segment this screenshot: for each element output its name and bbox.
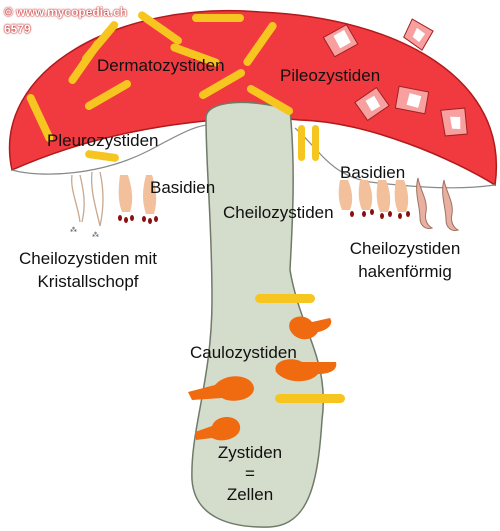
spore: [148, 218, 152, 224]
dermatocystidium: [170, 43, 220, 67]
dermatocystidium: [243, 21, 277, 67]
caulocystidium: [289, 316, 332, 340]
basidium: [358, 180, 373, 210]
watermark-site: © www.mycopedia.ch: [4, 5, 128, 19]
basidium: [143, 175, 157, 214]
basidia-left-group: [118, 175, 158, 224]
basidium: [394, 180, 409, 212]
label-zellen: Zellen: [226, 485, 274, 504]
crystal-cheilocystidium: [79, 174, 85, 223]
dermatocystidium: [246, 85, 294, 115]
label-dermatozystiden: Dermatozystiden: [97, 56, 225, 75]
hooked-cheilocystidium: [442, 179, 460, 231]
dermatocystidium: [137, 11, 183, 45]
pleurocystidia-group: [85, 125, 319, 162]
crystal-tuft: ⁂: [92, 231, 99, 239]
caulocystidia-group: [188, 294, 345, 441]
hooked-cheilocystidium: [416, 177, 434, 229]
watermark-number: 6579: [4, 22, 31, 36]
caulocystidium: [188, 376, 254, 401]
crystal-cheilocystidia-group: [71, 171, 104, 227]
label-cheilo-haken: Cheilozystiden hakenförmig: [340, 239, 470, 282]
caulocystidium: [275, 359, 337, 382]
crystal-tuft: ⁂: [70, 226, 77, 234]
label-caulozystiden: Caulozystiden: [190, 343, 297, 362]
basidia-right-group: [338, 180, 410, 219]
pileocystidium: [354, 86, 390, 122]
spore: [130, 215, 134, 221]
label-equals: =: [245, 464, 255, 483]
pileocystidium: [322, 24, 359, 58]
caulocystidium: [255, 294, 315, 303]
basidium: [118, 175, 133, 212]
spore: [362, 211, 366, 217]
label-cheilo-kristall: Cheilozystiden mit Kristallschopf: [0, 249, 176, 292]
dermatocystidia-group: [26, 11, 294, 142]
caulocystidium: [275, 394, 345, 403]
spore: [398, 213, 402, 219]
spore: [380, 213, 384, 219]
basidium: [376, 180, 391, 212]
crystal-cheilocystidium: [90, 171, 101, 227]
dermatocystidium: [192, 14, 244, 22]
pleurocystidium: [312, 125, 319, 161]
spore: [154, 216, 158, 222]
pleurocystidium: [298, 125, 305, 161]
spore: [142, 216, 146, 222]
pleurocystidium: [85, 150, 119, 162]
label-basidien-right: Basidien: [340, 163, 406, 182]
crystal-tufts: ⁂ ⁂: [70, 226, 99, 239]
caulocystidium: [195, 417, 241, 441]
spore: [370, 209, 374, 215]
spore: [388, 211, 392, 217]
dermatocystidium: [84, 80, 132, 110]
pileocystidium: [403, 18, 434, 51]
label-cheilo-kristall-line1: Cheilozystiden mit: [19, 249, 157, 268]
label-zystiden: Zystiden: [217, 443, 283, 462]
label-cheilo-haken-line2: hakenförmig: [358, 262, 452, 281]
spore: [406, 211, 410, 217]
spore: [118, 215, 122, 221]
label-basidien-left: Basidien: [150, 178, 216, 197]
label-cheilo-haken-line1: Cheilozystiden: [349, 239, 461, 258]
label-pleurozystiden: Pleurozystiden: [47, 131, 159, 150]
pileocystidium: [394, 85, 430, 115]
label-pileozystiden: Pileozystiden: [280, 66, 381, 85]
dermatocystidium: [81, 21, 119, 63]
crystal-cheilocystidium: [71, 174, 81, 223]
label-cheilo-kristall-line2: Kristallschopf: [37, 272, 139, 291]
label-zystiden-zellen: Zystiden = Zellen: [200, 443, 300, 505]
pileocystidium: [440, 107, 468, 137]
crystal-cheilocystidium: [99, 171, 104, 227]
spore: [124, 217, 128, 223]
hooked-cheilocystidia-group: [416, 177, 460, 231]
label-cheilozystiden: Cheilozystiden: [223, 203, 334, 222]
basidium: [338, 180, 353, 210]
dermatocystidium: [198, 69, 246, 99]
spore: [350, 211, 354, 217]
dermatocystidium: [26, 94, 54, 142]
pileocystidia-group: [322, 18, 468, 137]
